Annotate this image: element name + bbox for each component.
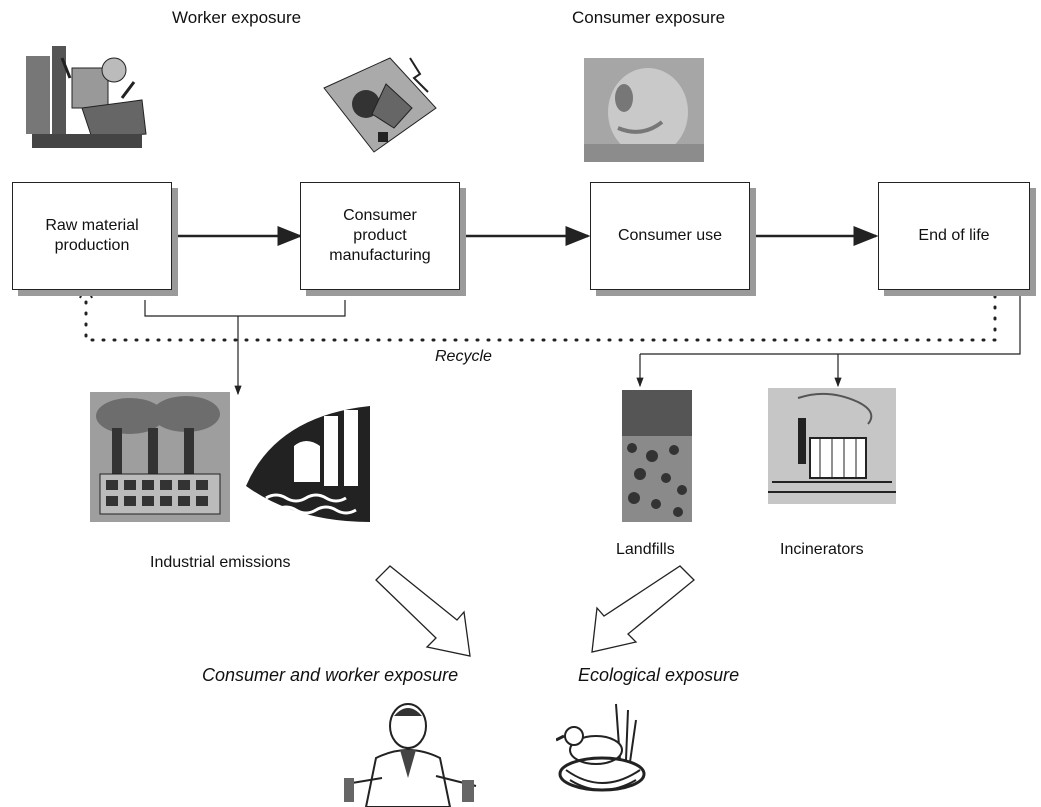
stage-consumer-use: Consumer use xyxy=(590,182,750,290)
stage-consumer-product-manufacturing: Consumer product manufacturing xyxy=(300,182,460,290)
stage-use-label: Consumer use xyxy=(617,227,723,244)
ecological-exposure-label: Ecological exposure xyxy=(578,665,740,685)
consumer-worker-exposure-label: Consumer and worker exposure xyxy=(202,665,459,685)
hollow-arrow-to-consumer-worker xyxy=(375,565,471,657)
smokestack-factory-icon xyxy=(90,392,230,522)
duck-nest-icon xyxy=(556,703,646,792)
incinerator-icon xyxy=(768,388,896,504)
hollow-arrow-to-ecological xyxy=(591,565,695,653)
incinerators-label: Incinerators xyxy=(780,541,864,558)
power-plant-water-icon xyxy=(246,406,370,522)
stage-end-label: End of life xyxy=(918,227,990,244)
stage-raw-material-production: Raw material production xyxy=(12,182,172,290)
lab-worker-icon xyxy=(344,703,477,807)
industrial-emissions-label: Industrial emissions xyxy=(150,554,291,571)
factory-worker-icon xyxy=(26,46,147,148)
landfills-label: Landfills xyxy=(616,541,675,558)
manufacturing-clipart-icon xyxy=(323,57,437,153)
recycle-label: Recycle xyxy=(435,348,492,365)
recycle-dotted-line xyxy=(84,288,997,342)
stage-end-of-life: End of life xyxy=(878,182,1030,290)
consumer-face-icon xyxy=(584,58,704,162)
landfill-icon xyxy=(622,390,692,522)
stage-manufacturing-label: Consumer product manufacturing xyxy=(329,207,431,264)
disposal-connector xyxy=(640,294,1021,355)
stage-raw-label: Raw material production xyxy=(45,217,139,254)
consumer-exposure-label: Consumer exposure xyxy=(572,8,726,27)
worker-exposure-label: Worker exposure xyxy=(172,8,302,27)
emissions-connector xyxy=(144,300,346,317)
